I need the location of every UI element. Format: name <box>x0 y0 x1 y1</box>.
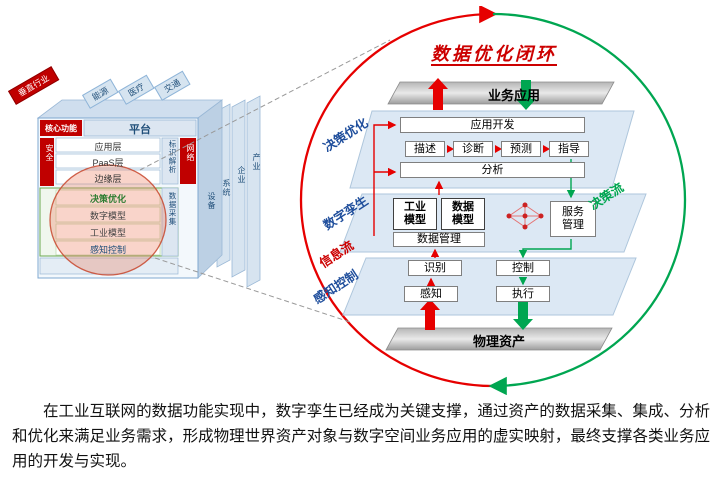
inner-decision-label: 决策优化 <box>89 194 126 204</box>
data-loop-diagram: 数据优化闭环 业务应用 物理资产 应用开发 描述 诊断 预测 指导 分析 工业模… <box>288 4 696 398</box>
sheet-industry <box>246 95 261 288</box>
loop-title: 数据优化闭环 <box>431 44 557 64</box>
sense-box: 感知 <box>404 286 458 302</box>
green-line-service-to-control <box>518 239 572 259</box>
down-arrow-top <box>516 80 536 110</box>
inner-row-1 <box>55 189 161 206</box>
info-flow-arc <box>299 4 498 388</box>
core-function-label: 核心功能 <box>45 124 77 133</box>
network-label: 网络 <box>186 144 195 162</box>
inner-row-4 <box>55 240 161 256</box>
decision-flow-arc <box>488 12 687 396</box>
step-box-describe: 描述 <box>405 141 445 157</box>
hierarchy-enterprise-label: 企业 <box>237 166 246 184</box>
zoom-source-circle <box>49 164 167 276</box>
paas-layer-label: PaaS层 <box>92 158 124 168</box>
step-arrow-3 <box>543 145 550 153</box>
execute-box: 执行 <box>496 286 550 302</box>
hierarchy-industry-label: 产业 <box>252 153 261 171</box>
edge-layer-label: 边缘层 <box>94 174 122 184</box>
data-collection-strip <box>161 187 179 257</box>
hierarchy-system-label: 系统 <box>222 179 231 197</box>
hierarchy-device-label: 设备 <box>207 192 216 210</box>
id-resolution-label: 标识解析 <box>168 140 177 174</box>
row-edge-layer <box>55 169 161 185</box>
sheet-enterprise <box>231 99 246 278</box>
up-arrow-top <box>428 78 448 110</box>
step-arrow-2 <box>495 145 502 153</box>
architecture-cube: 垂直行业 能源 医疗 交通 核心功能 平台 安全 网络 应用层 PaaS层 边缘… <box>8 60 282 300</box>
physical-asset-bar <box>385 327 613 351</box>
up-arrow-bottom <box>420 299 440 330</box>
down-arrow-bottom <box>513 299 533 330</box>
core-function-strip <box>40 120 82 136</box>
cube-top-face <box>36 99 224 119</box>
caption-text: 在工业互联网的数据功能实现中，数字孪生已经成为关键支撑，通过资产的数据采集、集成… <box>12 403 710 470</box>
step-arrow-1 <box>447 145 454 153</box>
service-mgmt-box: 服务管理 <box>550 201 596 237</box>
step-box-predict: 预测 <box>501 141 541 157</box>
industrial-model-box: 工业模型 <box>393 198 437 230</box>
inner-digital-model-label: 数字模型 <box>89 211 126 221</box>
step-box-diagnose: 诊断 <box>453 141 493 157</box>
inner-row-3 <box>55 223 161 240</box>
step-box-guide: 指导 <box>549 141 589 157</box>
inner-perception-label: 感知控制 <box>89 245 126 255</box>
app-layer-label: 应用层 <box>94 142 122 152</box>
perception-platform <box>342 257 637 316</box>
identify-box: 识别 <box>408 260 462 276</box>
data-mgmt-box: 数据管理 <box>393 232 485 247</box>
platform-label: 平台 <box>129 124 151 136</box>
inner-row-2 <box>55 206 161 223</box>
model-network-nodes <box>506 202 544 230</box>
inner-industrial-model-label: 工业模型 <box>89 228 126 238</box>
security-label: 安全 <box>45 144 54 162</box>
data-collection-label: 数据采集 <box>168 192 177 226</box>
security-strip <box>40 138 54 186</box>
app-dev-box: 应用开发 <box>400 117 585 133</box>
physical-asset-label: 物理资产 <box>472 334 525 349</box>
business-app-label: 业务应用 <box>487 88 540 103</box>
analysis-box: 分析 <box>400 162 585 178</box>
data-model-box: 数据模型 <box>441 198 485 230</box>
control-box: 控制 <box>496 260 550 276</box>
